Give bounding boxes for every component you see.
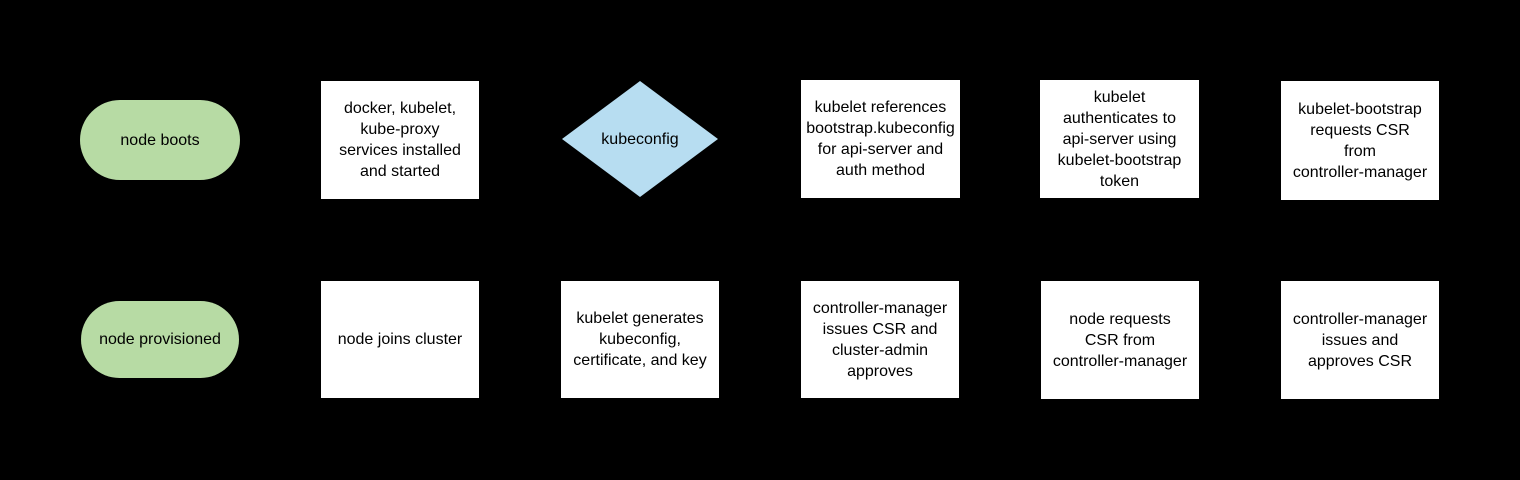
terminator-node-boots: node boots [80, 100, 240, 180]
process-node-joins-cluster: node joins cluster [321, 281, 479, 398]
process-kubelet-generates-kubeconfig: kubelet generates kubeconfig, certificat… [561, 281, 719, 398]
process-node-requests-csr: node requests CSR from controller-manage… [1041, 281, 1199, 399]
process-kubelet-references-bootstrap-kubeconfig: kubelet references bootstrap.kubeconfig … [801, 80, 960, 198]
terminator-node-provisioned: node provisioned [81, 301, 239, 378]
decision-kubeconfig: kubeconfig [562, 81, 718, 197]
process-kubelet-bootstrap-requests-csr: kubelet-bootstrap requests CSR from cont… [1281, 81, 1439, 200]
process-controller-manager-issues-csr-cluster-admin-approves: controller-manager issues CSR and cluste… [801, 281, 959, 398]
process-kubelet-authenticates: kubelet authenticates to api-server usin… [1040, 80, 1199, 198]
process-controller-manager-issues-approves-csr: controller-manager issues and approves C… [1281, 281, 1439, 399]
process-services-installed: docker, kubelet, kube-proxy services ins… [321, 81, 479, 199]
